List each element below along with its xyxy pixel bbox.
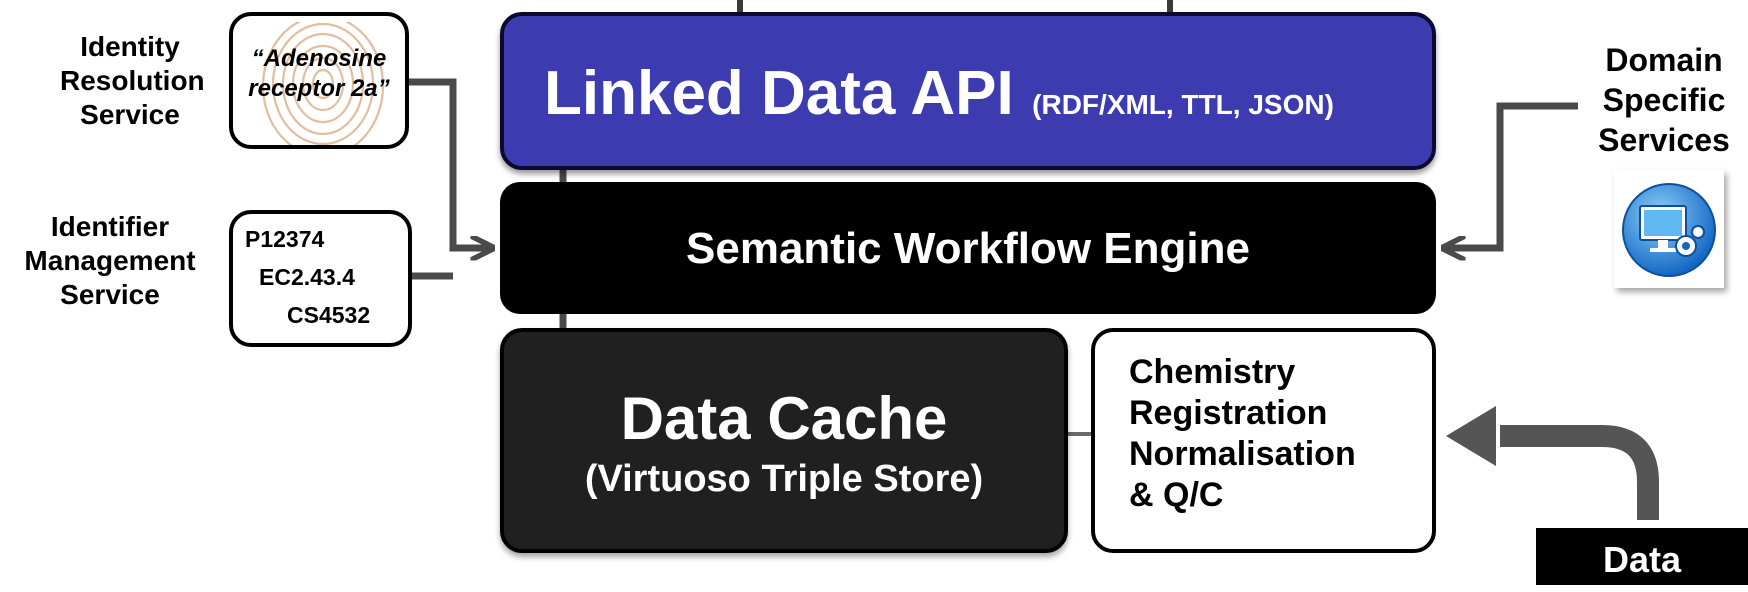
fingerprint-icon: [261, 22, 385, 145]
identifier-id-3: CS4532: [287, 302, 371, 328]
chemistry-line-3: Normalisation: [1129, 435, 1356, 473]
domain-specific-services-label-text: Domain Specific Services: [1598, 42, 1730, 158]
data-cache-box: Data Cache (Virtuoso Triple Store): [500, 328, 1068, 553]
data-to-chemistry-arrow: [1500, 425, 1659, 520]
chemistry-line-4: & Q/C: [1129, 476, 1224, 514]
computer-gear-icon: [1622, 183, 1716, 277]
identifier-management-service-label: Identifier Management Service: [10, 210, 210, 312]
semantic-workflow-engine-box: Semantic Workflow Engine: [500, 182, 1436, 314]
domain-services-to-engine-line: [1446, 102, 1578, 248]
data-source-label-text: Data: [1602, 539, 1682, 580]
identifier-management-label-text: Identifier Management Service: [24, 211, 196, 310]
identifier-id-2: EC2.43.4: [259, 264, 355, 290]
linked-data-api-heading: Linked Data API (RDF/XML, TTL, JSON): [544, 58, 1334, 129]
chemistry-text: Chemistry Registration Normalisation & Q…: [1129, 352, 1356, 516]
data-arrowhead: [1446, 406, 1496, 466]
linked-data-api-box: Linked Data API (RDF/XML, TTL, JSON): [500, 12, 1436, 170]
chemistry-registration-box: Chemistry Registration Normalisation & Q…: [1091, 328, 1436, 553]
identity-example-text: “Adenosine receptor 2a”: [248, 45, 390, 102]
data-source-label: Data: [1536, 528, 1748, 585]
data-cache-title: Data Cache: [620, 385, 948, 452]
semantic-workflow-engine-title: Semantic Workflow Engine: [686, 224, 1250, 273]
domain-specific-services-label: Domain Specific Services: [1580, 40, 1748, 160]
identifier-management-box: P12374 EC2.43.4 CS4532: [229, 210, 412, 347]
linked-data-api-formats: (RDF/XML, TTL, JSON): [1032, 89, 1334, 120]
linked-data-api-title: Linked Data API: [544, 59, 1014, 128]
data-cache-subtitle: (Virtuoso Triple Store): [584, 458, 984, 500]
identity-to-engine-line: [408, 78, 490, 248]
identity-resolution-service-label: Identity Resolution Service: [60, 30, 205, 132]
identity-resolution-box: “Adenosine receptor 2a”: [229, 12, 409, 149]
domain-services-icon-tile: [1614, 170, 1724, 288]
identity-resolution-label-text: Identity Resolution Service: [60, 31, 205, 130]
identifier-id-1: P12374: [245, 226, 325, 252]
chemistry-line-2: Registration: [1129, 394, 1328, 432]
chemistry-line-1: Chemistry: [1129, 353, 1296, 391]
